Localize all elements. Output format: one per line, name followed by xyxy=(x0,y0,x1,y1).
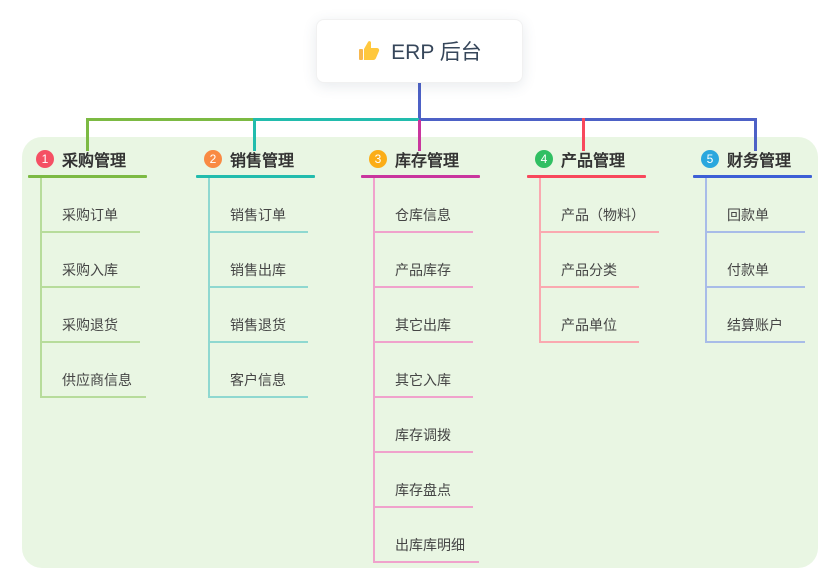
mindmap-item[interactable]: 采购入库 xyxy=(42,233,140,288)
mindmap-item[interactable]: 销售订单 xyxy=(210,178,308,233)
mindmap-item[interactable]: 回款单 xyxy=(707,178,805,233)
branch-items: 回款单付款单结算账户 xyxy=(705,178,805,343)
branch-title: 库存管理 xyxy=(395,153,460,170)
mindmap-item[interactable]: 仓库信息 xyxy=(375,178,473,233)
branch-underline xyxy=(527,175,646,178)
branch-number-badge: 3 xyxy=(369,150,387,168)
branch-finance: 5 财务管理 回款单付款单结算账户 xyxy=(693,148,833,343)
branch-items: 产品（物料）产品分类产品单位 xyxy=(539,178,659,343)
connector-drop-branch3 xyxy=(418,120,421,151)
mindmap-item[interactable]: 销售退货 xyxy=(210,288,308,343)
mindmap-item[interactable]: 产品单位 xyxy=(541,288,639,343)
mindmap-item[interactable]: 库存调拨 xyxy=(375,398,473,453)
mindmap-item[interactable]: 产品库存 xyxy=(375,233,473,288)
mindmap-item[interactable]: 结算账户 xyxy=(707,288,805,343)
mindmap-item[interactable]: 采购订单 xyxy=(42,178,140,233)
branch-underline xyxy=(693,175,812,178)
mindmap-item[interactable]: 产品（物料） xyxy=(541,178,659,233)
connector-drop-branch4 xyxy=(582,118,585,151)
branch-items: 销售订单销售出库销售退货客户信息 xyxy=(208,178,308,398)
branch-purchase: 1 采购管理 采购订单采购入库采购退货供应商信息 xyxy=(28,148,168,398)
branch-title: 采购管理 xyxy=(62,153,127,170)
branch-sales: 2 销售管理 销售订单销售出库销售退货客户信息 xyxy=(196,148,336,398)
branch-header[interactable]: 2 销售管理 xyxy=(196,148,336,170)
mindmap-item[interactable]: 销售出库 xyxy=(210,233,308,288)
branch-underline xyxy=(361,175,480,178)
branch-header[interactable]: 1 采购管理 xyxy=(28,148,168,170)
connector-drop-branch1 xyxy=(86,118,89,151)
branch-number-badge: 1 xyxy=(36,150,54,168)
branch-underline xyxy=(196,175,315,178)
mindmap-item[interactable]: 出库库明细 xyxy=(375,508,479,563)
connector-bus-branch5 xyxy=(419,118,757,121)
mindmap-item[interactable]: 产品分类 xyxy=(541,233,639,288)
connector-drop-branch5 xyxy=(754,118,757,151)
mindmap-item[interactable]: 采购退货 xyxy=(42,288,140,343)
branch-underline xyxy=(28,175,147,178)
root-title: ERP 后台 xyxy=(391,41,482,64)
branch-inventory: 3 库存管理 仓库信息产品库存其它出库其它入库库存调拨库存盘点出库库明细 xyxy=(361,148,501,563)
branch-header[interactable]: 3 库存管理 xyxy=(361,148,501,170)
branch-items: 仓库信息产品库存其它出库其它入库库存调拨库存盘点出库库明细 xyxy=(373,178,479,563)
mindmap-item[interactable]: 其它出库 xyxy=(375,288,473,343)
branch-product: 4 产品管理 产品（物料）产品分类产品单位 xyxy=(527,148,667,343)
connector-bus-branch2 xyxy=(253,118,421,121)
branch-number-badge: 4 xyxy=(535,150,553,168)
branch-number-badge: 2 xyxy=(204,150,222,168)
branch-title: 销售管理 xyxy=(230,153,295,170)
connector-root-trunk xyxy=(418,82,421,120)
branch-header[interactable]: 4 产品管理 xyxy=(527,148,667,170)
branch-items: 采购订单采购入库采购退货供应商信息 xyxy=(40,178,146,398)
mindmap-item[interactable]: 客户信息 xyxy=(210,343,308,398)
branch-number-badge: 5 xyxy=(701,150,719,168)
connector-drop-branch2 xyxy=(253,118,256,151)
root-node[interactable]: ERP 后台 xyxy=(316,19,523,83)
mindmap-item[interactable]: 库存盘点 xyxy=(375,453,473,508)
mindmap-canvas-panel xyxy=(22,137,818,568)
thumbs-up-icon xyxy=(357,39,381,63)
mindmap-item[interactable]: 付款单 xyxy=(707,233,805,288)
branch-title: 产品管理 xyxy=(561,153,626,170)
mindmap-item[interactable]: 其它入库 xyxy=(375,343,473,398)
branch-title: 财务管理 xyxy=(727,153,792,170)
branch-header[interactable]: 5 财务管理 xyxy=(693,148,833,170)
mindmap-item[interactable]: 供应商信息 xyxy=(42,343,146,398)
